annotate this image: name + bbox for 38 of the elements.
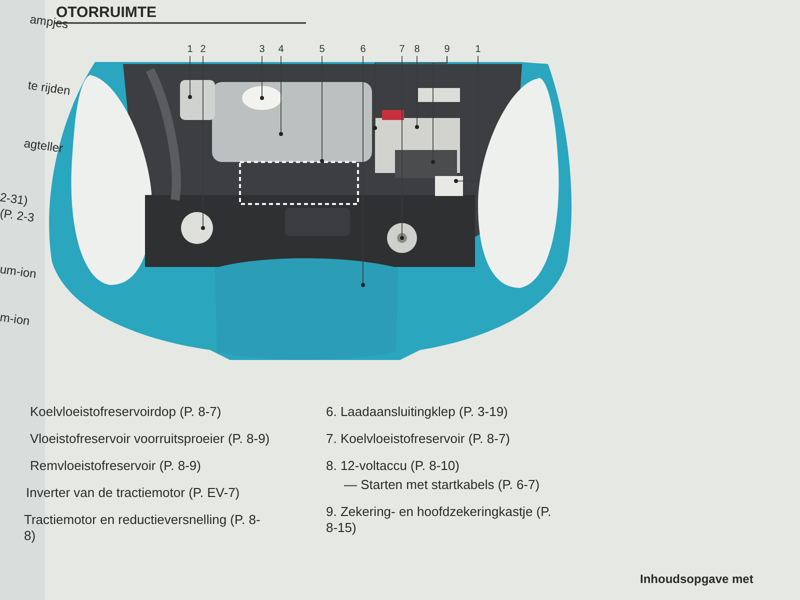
legend-item: 6. Laadaansluitingklep (P. 3-19) <box>326 404 508 420</box>
leader-line <box>260 56 264 100</box>
callout-number: 1 <box>184 44 196 55</box>
leader-line <box>361 56 365 287</box>
legend-item: Vloeistofreservoir voorruitsproeier (P. 8-9) <box>30 431 270 447</box>
page-text-fragment: 2-31) <box>0 190 29 208</box>
leader-line <box>279 56 283 136</box>
page-text-fragment: agteller <box>23 136 64 156</box>
leader-line <box>400 56 404 240</box>
legend-item: Remvloeistofreservoir (P. 8-9) <box>30 458 201 474</box>
callout-number: 4 <box>275 44 287 55</box>
callout-number: 6 <box>357 44 369 55</box>
legend-item: 8. 12-voltaccu (P. 8-10) <box>326 458 460 474</box>
callout-number: 7 <box>396 44 408 55</box>
callout-number: 1 <box>472 44 484 55</box>
leader-line <box>431 56 448 164</box>
leader-line <box>454 56 478 183</box>
legend-item: 9. Zekering- en hoofdzekeringkastje (P. 8-15) <box>326 504 552 536</box>
callout-number: 5 <box>316 44 328 55</box>
page-text-fragment: (P. 2-3 <box>0 206 36 225</box>
legend-item: 7. Koelvloeistofreservoir (P. 8-7) <box>326 431 510 447</box>
legend-item: Koelvloeistofreservoirdop (P. 8-7) <box>30 404 222 420</box>
legend-item: Tractiemotor en reductieversnelling (P. 8-8) <box>24 512 262 544</box>
page-text-fragment: te rijden <box>27 78 72 98</box>
section-heading: OTORRUIMTE <box>56 4 157 21</box>
leader-line <box>415 56 419 129</box>
footer-text: Inhoudsopgave met <box>640 571 754 587</box>
callout-number: 2 <box>197 44 209 55</box>
legend-item: — Starten met startkabels (P. 6-7) <box>344 477 540 493</box>
callout-number: 3 <box>256 44 268 55</box>
leader-line <box>188 56 192 99</box>
leader-line <box>320 56 324 163</box>
callout-number: 9 <box>441 44 453 55</box>
page-text-fragment: m-ion <box>0 310 31 328</box>
legend-item: Inverter van de tractiemotor (P. EV-7) <box>26 485 240 501</box>
page-text-fragment: um-ion <box>0 262 38 282</box>
callout-number: 8 <box>411 44 423 55</box>
leader-line <box>201 56 205 230</box>
